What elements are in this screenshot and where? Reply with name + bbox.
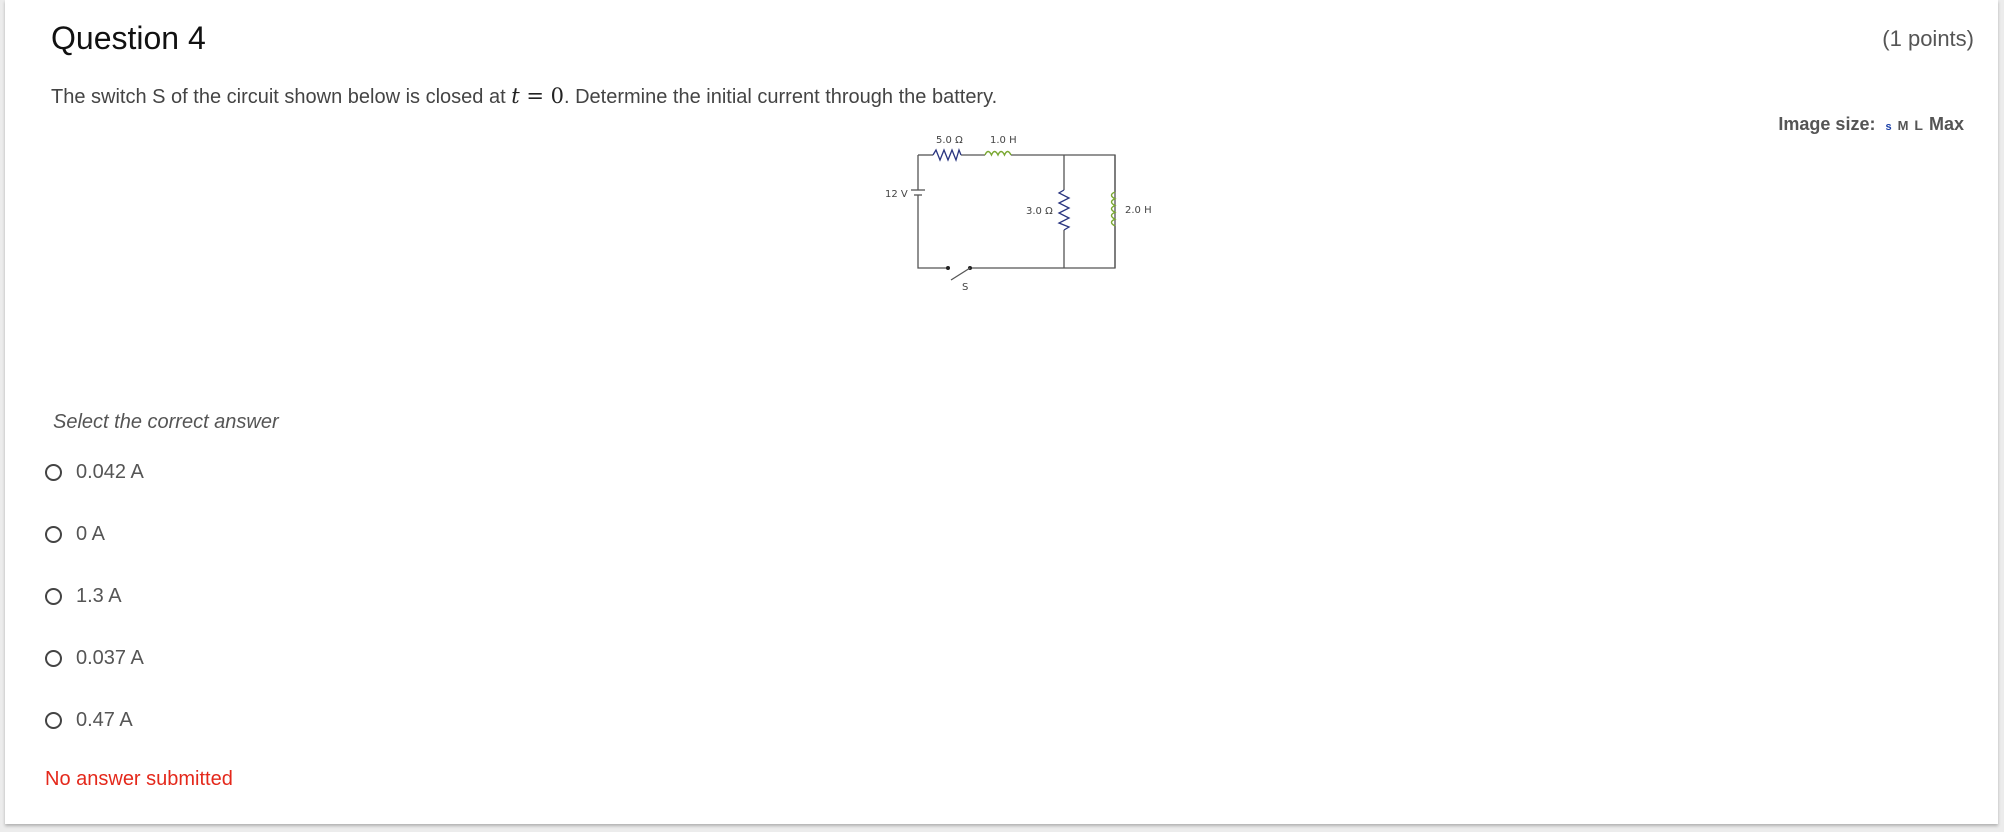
answer-instruction: Select the correct answer [53, 411, 279, 433]
answer-option-label: 0.037 A [76, 647, 144, 669]
radio-button[interactable] [45, 588, 62, 605]
image-size-max-button[interactable]: Max [1928, 114, 1964, 134]
question-title: Question 4 [51, 20, 206, 56]
circuit-diagram: 12 V 5.0 Ω 1.0 H 3.0 Ω 2.0 H S [885, 135, 1152, 293]
question-points: (1 points) [1882, 26, 1974, 51]
math-variable: t [511, 84, 520, 108]
question-text-after: . Determine the initial current through … [563, 86, 998, 108]
answer-option-1[interactable]: 0.042 A [45, 461, 144, 484]
question-text: The switch S of the circuit shown below … [51, 84, 997, 109]
answer-option-2[interactable]: 0 A [45, 523, 105, 546]
image-size-label: Image size: [1778, 114, 1876, 134]
radio-button[interactable] [45, 526, 62, 543]
submission-status: No answer submitted [45, 768, 233, 790]
question-card: Question 4 (1 points) The switch S of th… [5, 0, 1998, 824]
radio-button[interactable] [45, 650, 62, 667]
radio-button[interactable] [45, 464, 62, 481]
answer-option-label: 1.3 A [76, 585, 122, 607]
battery-label: 12 V [885, 189, 908, 200]
resistor-1-label: 5.0 Ω [936, 135, 963, 146]
resistor-2-label: 3.0 Ω [1026, 206, 1053, 217]
answer-option-label: 0 A [76, 523, 105, 545]
math-expression: t = 0 [511, 84, 564, 108]
image-size-medium-button[interactable]: M [1897, 118, 1909, 133]
answer-option-4[interactable]: 0.037 A [45, 647, 144, 670]
resistor-2 [1057, 189, 1071, 231]
inductor-2 [1110, 191, 1117, 227]
image-size-large-button[interactable]: L [1914, 117, 1923, 133]
inductor-1 [984, 150, 1012, 157]
image-size-small-button[interactable]: s [1885, 121, 1892, 133]
inductor-1-label: 1.0 H [990, 135, 1017, 146]
radio-button[interactable] [45, 712, 62, 729]
resistor-1 [932, 148, 962, 162]
switch-symbol [946, 266, 972, 281]
answer-option-5[interactable]: 0.47 A [45, 709, 133, 732]
math-rest: = 0 [519, 84, 564, 108]
switch-label: S [962, 282, 968, 293]
inductor-2-label: 2.0 H [1125, 205, 1152, 216]
answer-option-3[interactable]: 1.3 A [45, 585, 122, 608]
answer-option-label: 0.042 A [76, 461, 144, 483]
answer-option-label: 0.47 A [76, 709, 133, 731]
question-text-before: The switch S of the circuit shown below … [51, 86, 512, 108]
circuit-wires [917, 154, 1116, 269]
image-size-control: Image size: s M L Max [1778, 114, 1964, 135]
battery-symbol [911, 186, 925, 200]
